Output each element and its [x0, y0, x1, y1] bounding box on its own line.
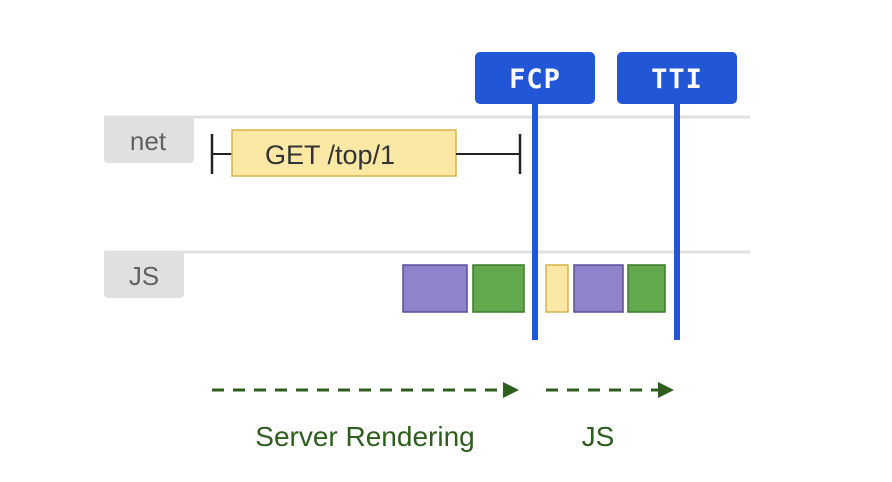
fcp-marker-box	[475, 52, 595, 104]
js-block-green	[627, 264, 666, 313]
server-rendering-label: Server Rendering	[255, 421, 474, 452]
server-rendering-arrowhead	[503, 382, 519, 398]
js-lane-label: JS	[129, 261, 159, 291]
request-label: GET /top/1	[265, 140, 395, 170]
js-block-purple	[402, 264, 468, 313]
tti-marker-box	[617, 52, 737, 104]
net-lane-tag	[104, 117, 194, 163]
request-bar	[231, 129, 457, 177]
js-block-green	[472, 264, 525, 313]
tti-marker-label: TTI	[651, 64, 703, 95]
js-phase-arrowhead	[658, 382, 674, 398]
net-lane-label: net	[130, 126, 167, 156]
js-block-purple	[573, 264, 624, 313]
js-phase-label: JS	[582, 421, 615, 452]
js-block-yellow	[545, 264, 569, 313]
fcp-marker-label: FCP	[509, 64, 561, 95]
js-lane-tag	[104, 252, 184, 298]
